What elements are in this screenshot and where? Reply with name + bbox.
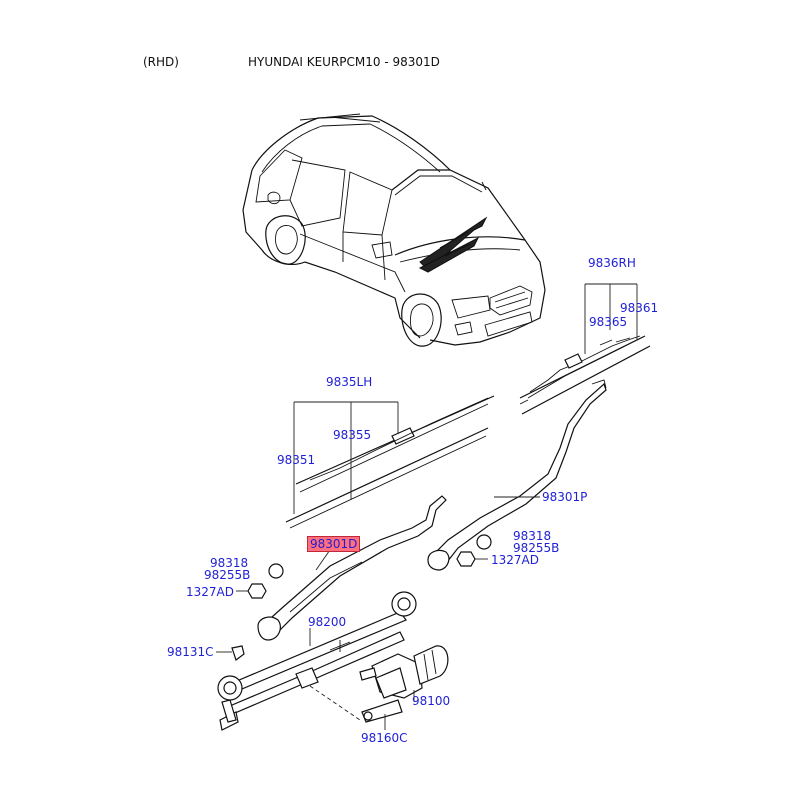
part-label-1327ad-left[interactable]: 1327AD [186,585,234,599]
part-label-98131c[interactable]: 98131C [167,645,214,659]
part-label-1327ad-right[interactable]: 1327AD [491,553,539,567]
part-label-98365[interactable]: 98365 [589,315,628,329]
caps-and-nuts [216,534,492,661]
part-label-9835lh[interactable]: 9835LH [326,375,373,389]
diagram-title: HYUNDAI KEURPCM10 - 98301D [248,55,440,69]
nut-right [456,551,476,567]
lh-wiper-arm [257,495,447,641]
bolt-98131c [231,645,245,661]
nut-left [247,583,267,599]
part-label-98351[interactable]: 98351 [277,453,316,467]
lh-blade-assembly [285,395,495,529]
part-label-9836rh[interactable]: 9836RH [588,256,636,270]
part-label-98355[interactable]: 98355 [333,428,372,442]
part-label-98318-left[interactable]: 98318 [210,556,249,570]
part-label-98255b-right[interactable]: 98255B [513,541,560,555]
rh-blade-assembly [519,283,651,415]
part-label-98301p[interactable]: 98301P [542,490,588,504]
wiper-linkage [217,591,417,731]
part-label-98318-right[interactable]: 98318 [513,529,552,543]
part-label-98361[interactable]: 98361 [620,301,659,315]
part-label-98255b-left[interactable]: 98255B [204,568,251,582]
wiper-motor [359,645,449,702]
crank-arm [361,699,403,730]
part-label-98160c[interactable]: 98160C [361,731,408,745]
orientation-label: (RHD) [143,55,179,69]
part-label-98301d-highlighted[interactable]: 98301D [307,536,361,552]
part-label-98100[interactable]: 98100 [412,694,451,708]
part-label-98200[interactable]: 98200 [308,615,347,629]
cap-right [476,534,492,550]
vehicle-illustration [242,113,546,347]
rh-wiper-arm [427,379,607,571]
cap-left [268,563,284,579]
